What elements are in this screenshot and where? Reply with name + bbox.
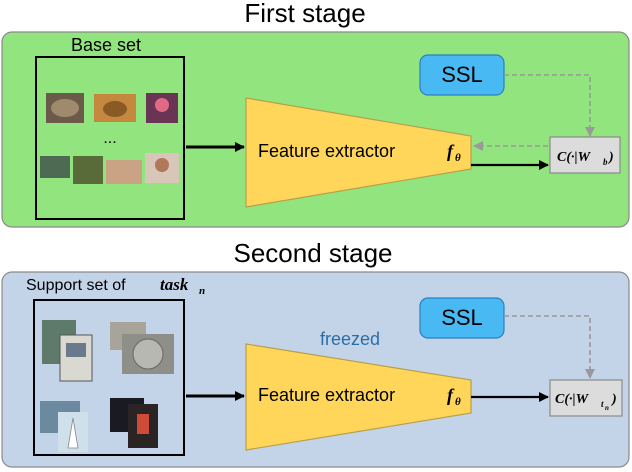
ssl-box-2 — [419, 297, 505, 339]
ssl-2-label: SSL — [441, 305, 483, 330]
classifier-box-2 — [549, 379, 623, 417]
classifier-1-text: C(·|W — [557, 150, 592, 165]
support-image-detail — [66, 343, 86, 357]
classifier-2-subscript: t — [601, 399, 604, 409]
ellipsis: ... — [103, 130, 116, 147]
stage2-title: Second stage — [233, 238, 392, 268]
classifier-1-subscript: b — [603, 157, 608, 167]
base-image-detail — [103, 101, 127, 117]
extractor-1-label: Feature extractor — [258, 141, 395, 161]
freezed-label: freezed — [320, 329, 380, 349]
feature-extractor-1 — [245, 97, 472, 208]
support-image-detail — [137, 414, 149, 434]
classifier-box-1 — [549, 136, 621, 174]
extractor-2-label: Feature extractor — [258, 385, 395, 405]
base-image — [40, 156, 70, 178]
ssl-1-label: SSL — [441, 62, 483, 87]
support-image-detail — [132, 338, 164, 370]
extractor-1-subscript: θ — [455, 152, 461, 164]
support-set-box — [33, 299, 185, 456]
support-image-detail — [67, 417, 79, 449]
ssl-to-classifier-arrow-2 — [504, 315, 595, 379]
classifier-1-close: ) — [607, 150, 614, 165]
base-image-detail — [51, 99, 79, 117]
support-set-label: Support set of — [26, 277, 126, 294]
support-image — [59, 334, 93, 382]
classifier-2-text: C(·|W — [555, 392, 590, 407]
task-subscript: n — [199, 285, 205, 297]
base-image-detail — [155, 98, 169, 112]
classifier-2-subsub: n — [605, 404, 609, 412]
extractor-1-symbol: f — [447, 141, 455, 161]
task-label: task — [160, 275, 189, 294]
base-set-images — [40, 93, 179, 184]
support-set-images — [40, 320, 174, 452]
feature-extractor-2 — [245, 343, 472, 451]
base-image — [73, 156, 103, 184]
base-image-detail — [155, 158, 169, 172]
extractor-2-subscript: θ — [455, 396, 461, 408]
base-image — [106, 160, 142, 184]
ssl-to-classifier-arrow-1 — [504, 74, 595, 137]
extractor-2-symbol: f — [447, 385, 455, 405]
base-set-label: Base set — [71, 35, 141, 55]
stage1-title: First stage — [244, 0, 365, 28]
classifier-2-close: ) — [610, 392, 617, 407]
base-set-box — [35, 56, 185, 220]
